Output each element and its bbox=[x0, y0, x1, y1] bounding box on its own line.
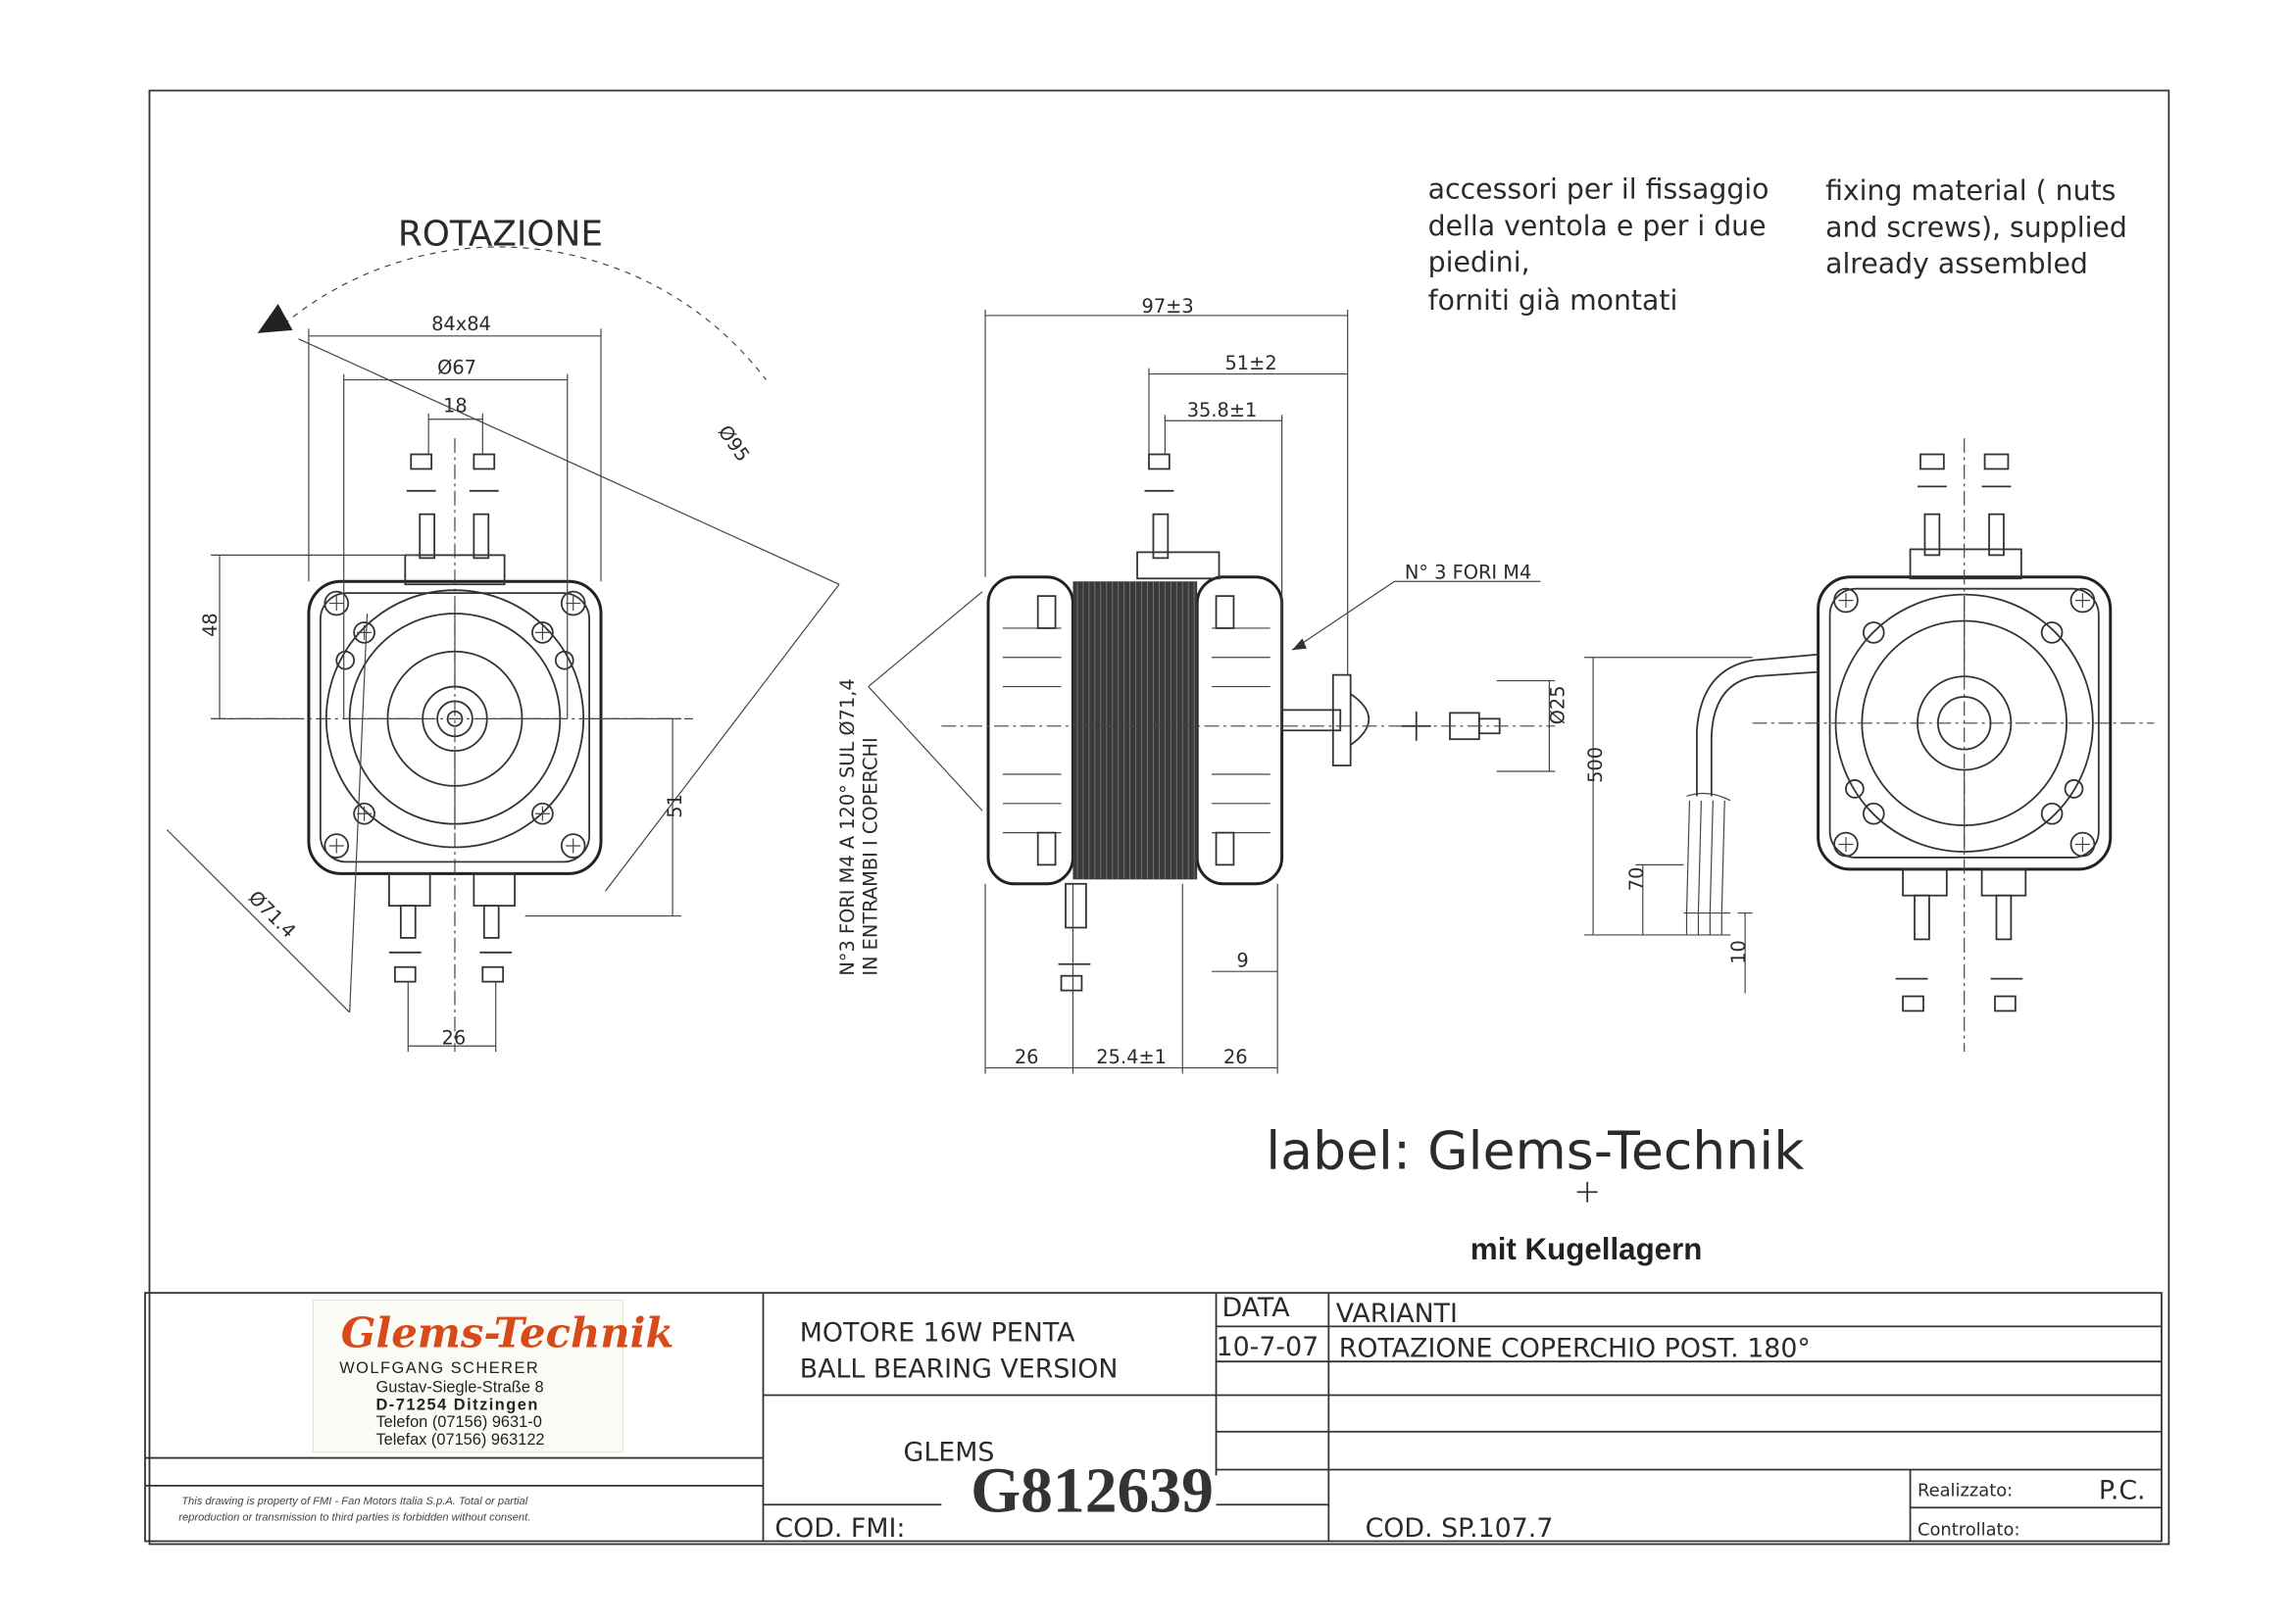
stamp-street: Gustav-Siegle-Straße 8 bbox=[375, 1378, 543, 1396]
note-italian-2: della ventola e per i due bbox=[1428, 210, 1767, 242]
holes-note-line-1: N°3 FORI M4 A 120° SUL Ø71,4 bbox=[836, 678, 859, 975]
assembly-notes: accessori per il fissaggio della ventola… bbox=[1428, 173, 2127, 317]
title-block: Glems-Technik WOLFGANG SCHERER Gustav-Si… bbox=[144, 1292, 2163, 1544]
dim-diameter-25: Ø25 bbox=[1546, 685, 1569, 724]
code-value: G812639 bbox=[971, 1456, 1214, 1527]
rear-view: 500 70 10 bbox=[1584, 438, 2155, 1053]
holes-note-line-2: IN ENTRAMBI I COPERCHI bbox=[860, 737, 882, 975]
dim-offset-9: 9 bbox=[1236, 950, 1248, 972]
motor-description-2: BALL BEARING VERSION bbox=[800, 1354, 1119, 1385]
made-by-label: Realizzato: bbox=[1918, 1480, 2013, 1501]
side-rear-cover bbox=[986, 575, 1074, 886]
company-stamp: Glems-Technik WOLFGANG SCHERER Gustav-Si… bbox=[312, 1300, 674, 1453]
variants-header: VARIANTI bbox=[1336, 1299, 1458, 1329]
side-front-cover bbox=[1195, 575, 1284, 886]
sp-code: COD. SP.107.7 bbox=[1366, 1513, 1554, 1544]
checked-by-label: Controllato: bbox=[1918, 1520, 2020, 1541]
stamp-phone: Telefon (07156) 9631-0 bbox=[375, 1413, 541, 1431]
stator-pack bbox=[1072, 581, 1198, 880]
bearing-note: mit Kugellagern bbox=[1470, 1232, 1702, 1266]
motor-description-1: MOTORE 16W PENTA bbox=[800, 1317, 1075, 1348]
plus-mark-icon bbox=[1576, 1181, 1598, 1203]
dim-height-48: 48 bbox=[199, 613, 222, 637]
variant-description-1: ROTAZIONE COPERCHIO POST. 180° bbox=[1339, 1334, 1811, 1364]
dim-strip-10: 10 bbox=[1727, 940, 1750, 964]
holes-callout: N° 3 FORI M4 bbox=[1405, 561, 1531, 583]
dim-left-26: 26 bbox=[1015, 1046, 1039, 1068]
disclaimer-line-2: reproduction or transmission to third pa… bbox=[178, 1512, 530, 1524]
rotation-title: ROTAZIONE bbox=[398, 214, 603, 254]
note-italian-3: piedini, bbox=[1428, 246, 1530, 278]
note-english-2: and screws), supplied bbox=[1825, 211, 2127, 243]
rotation-arrow-icon bbox=[257, 304, 293, 333]
dim-shaft-35-8: 35.8±1 bbox=[1187, 399, 1258, 421]
dim-middle-25-4: 25.4±1 bbox=[1096, 1046, 1167, 1068]
front-view: ROTAZIONE bbox=[166, 214, 840, 1053]
brand-name: GLEMS bbox=[904, 1438, 995, 1468]
label-note: label: Glems-Technik bbox=[1266, 1119, 1804, 1181]
note-italian-4: forniti già montati bbox=[1428, 284, 1678, 317]
dim-spacing-18: 18 bbox=[443, 394, 468, 417]
made-by-value: P.C. bbox=[2099, 1475, 2146, 1505]
dim-strip-70: 70 bbox=[1625, 867, 1648, 892]
stamp-brand-logo: Glems-Technik bbox=[341, 1308, 674, 1356]
drawing-frame bbox=[148, 89, 2170, 1546]
dim-right-26: 26 bbox=[1223, 1046, 1248, 1068]
note-italian-1: accessori per il fissaggio bbox=[1428, 173, 1769, 206]
dim-total-length: 97±3 bbox=[1142, 295, 1194, 318]
dim-cable-500: 500 bbox=[1584, 747, 1607, 783]
note-english-1: fixing material ( nuts bbox=[1825, 174, 2116, 207]
dim-square: 84x84 bbox=[431, 313, 491, 335]
rotation-arc bbox=[283, 246, 767, 380]
dim-height-51: 51 bbox=[664, 794, 686, 818]
dim-spacing-26: 26 bbox=[442, 1027, 467, 1050]
disclaimer-line-1: This drawing is property of FMI - Fan Mo… bbox=[181, 1496, 528, 1507]
dim-shaft-51: 51±2 bbox=[1224, 352, 1276, 374]
date-header: DATA bbox=[1222, 1293, 1291, 1323]
front-corner-screws bbox=[324, 590, 586, 859]
code-label: COD. FMI: bbox=[774, 1513, 905, 1544]
variant-date-1: 10-7-07 bbox=[1217, 1332, 1320, 1362]
note-english-3: already assembled bbox=[1825, 248, 2088, 280]
side-view: 97±3 51±2 35.8±1 26 25.4±1 26 9 Ø25 N° 3… bbox=[836, 295, 1569, 1074]
stamp-city: D-71254 Ditzingen bbox=[375, 1396, 538, 1413]
stamp-owner: WOLFGANG SCHERER bbox=[339, 1359, 539, 1377]
dim-diameter-95: Ø95 bbox=[714, 421, 755, 467]
dim-diameter-67: Ø67 bbox=[437, 357, 476, 379]
stamp-fax: Telefax (07156) 963122 bbox=[375, 1431, 544, 1449]
